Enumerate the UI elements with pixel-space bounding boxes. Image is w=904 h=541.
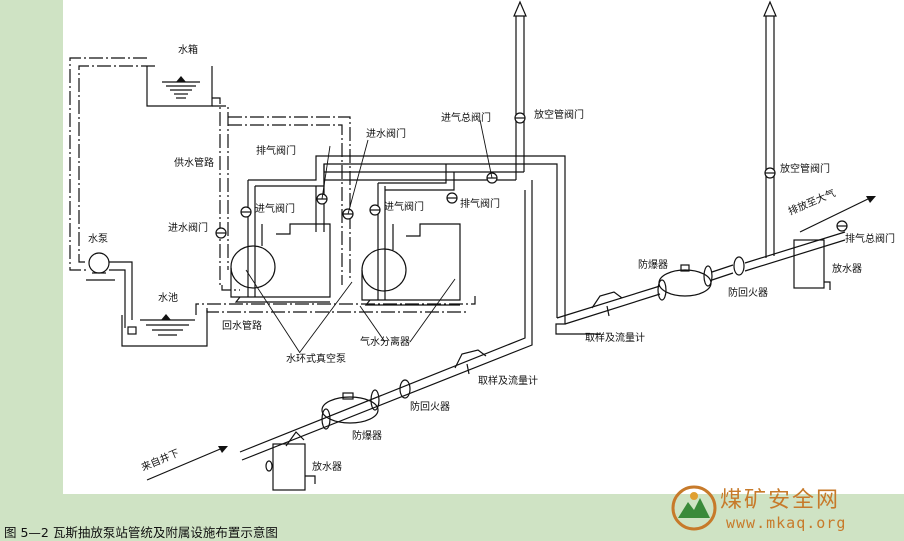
label-return-pipe: 回水管路 bbox=[222, 319, 262, 332]
label-pump: 水泵 bbox=[88, 233, 108, 245]
label-separator: 气水分离器 bbox=[360, 335, 410, 348]
site-logo-icon bbox=[671, 485, 717, 531]
label-tank: 水箱 bbox=[178, 43, 198, 56]
figure-caption: 图 5—2 瓦斯抽放泵站管统及附属设施布置示意图 bbox=[4, 525, 278, 540]
leader-lines bbox=[245, 119, 493, 354]
label-flame-arrester-lower: 防回火器 bbox=[410, 400, 450, 413]
label-pool: 水池 bbox=[158, 291, 178, 304]
label-drain-upper: 放水器 bbox=[832, 262, 862, 275]
watermark-title: 煤矿安全网 bbox=[720, 488, 841, 513]
diagram-canvas: 水箱 供水管路 水泵 进水阀门 水池 回水管路 排气阀门 进气阀门 进水阀门 进… bbox=[63, 0, 904, 494]
valve-icon bbox=[215, 112, 848, 239]
label-drain-lower: 放水器 bbox=[312, 460, 342, 473]
water-supply-header bbox=[221, 116, 351, 291]
label-from-underground: 来自井下 bbox=[139, 446, 181, 474]
label-explosion-proof-upper: 防爆器 bbox=[638, 258, 668, 271]
vacuum-pump-2 bbox=[361, 183, 461, 306]
label-inlet-valve-mid: 进水阀门 bbox=[366, 127, 406, 140]
arrow-from-underground bbox=[146, 446, 228, 481]
label-vent-valve-left: 放空管阀门 bbox=[534, 108, 584, 121]
outlet-pipe bbox=[556, 231, 846, 325]
water-tank bbox=[146, 66, 213, 107]
pump-station-schematic: 水箱 供水管路 水泵 进水阀门 水池 回水管路 排气阀门 进气阀门 进水阀门 进… bbox=[69, 0, 895, 491]
water-pool bbox=[121, 308, 208, 347]
label-inlet-valve-left: 进水阀门 bbox=[168, 221, 208, 234]
label-discharge-to-air: 排放至大气 bbox=[786, 186, 837, 218]
watermark: 煤矿安全网 www.mkaq.org bbox=[668, 480, 904, 538]
label-main-exhaust-valve: 排气总阀门 bbox=[845, 232, 895, 245]
vent-pipe-right bbox=[763, 0, 777, 246]
label-main-intake-valve: 进气总阀门 bbox=[441, 111, 491, 124]
drain-lower bbox=[265, 443, 316, 491]
label-exhaust-valve-left: 排气阀门 bbox=[256, 144, 296, 157]
label-intake-valve-left: 进气阀门 bbox=[255, 202, 295, 215]
label-flowmeter-upper: 取样及流量计 bbox=[585, 331, 645, 344]
inlet-pipe bbox=[239, 180, 533, 461]
arrow-discharge bbox=[799, 196, 876, 233]
supply-pipe bbox=[69, 57, 229, 285]
drain-upper bbox=[793, 239, 831, 290]
label-vacuum-pump: 水环式真空泵 bbox=[286, 352, 346, 365]
vent-pipe-left bbox=[513, 0, 527, 180]
label-explosion-proof-lower: 防爆器 bbox=[352, 429, 382, 442]
label-intake-valve-mid: 进气阀门 bbox=[384, 200, 424, 213]
watermark-url: www.mkaq.org bbox=[726, 514, 847, 532]
label-exhaust-valve-right: 排气阀门 bbox=[460, 197, 500, 210]
label-flowmeter-lower: 取样及流量计 bbox=[478, 374, 538, 387]
gas-header bbox=[248, 155, 600, 335]
label-supply-pipe: 供水管路 bbox=[174, 156, 214, 169]
label-vent-valve-right: 放空管阀门 bbox=[780, 162, 830, 175]
label-flame-arrester-upper: 防回火器 bbox=[728, 286, 768, 299]
vacuum-pump-1 bbox=[230, 180, 331, 303]
water-pump bbox=[86, 252, 133, 328]
